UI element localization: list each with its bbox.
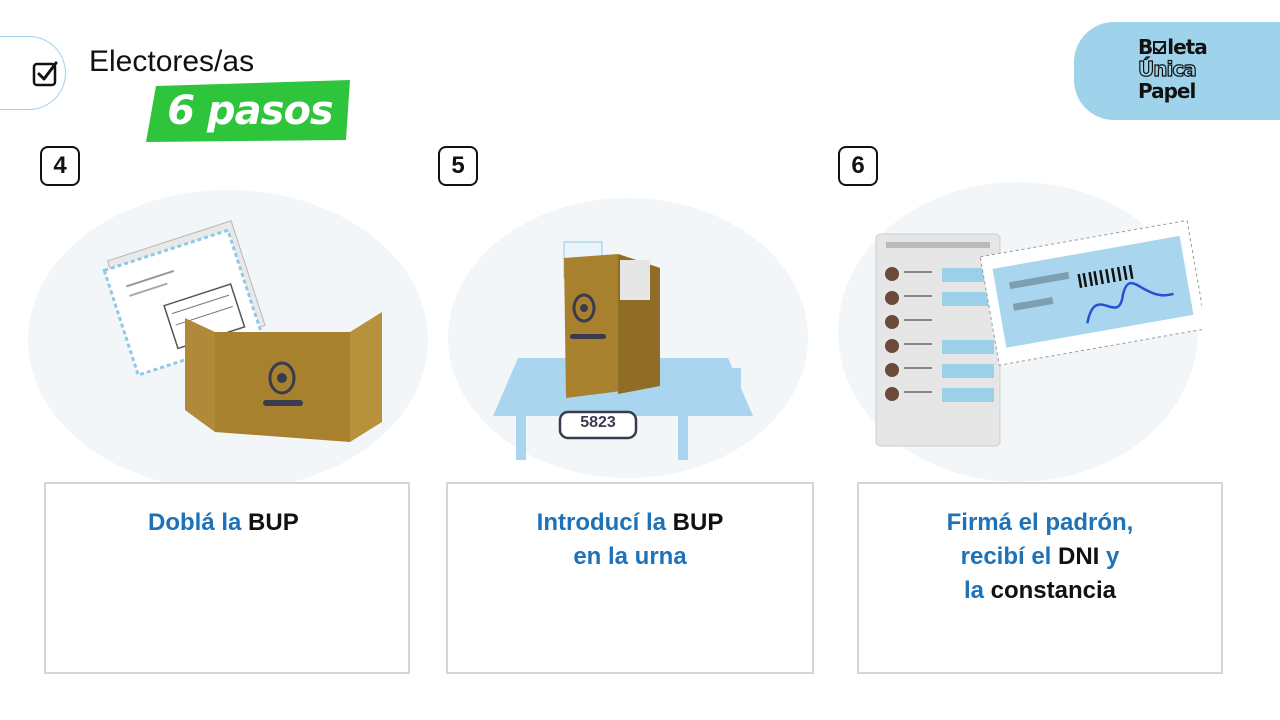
- step-4-line-1: Doblá la BUP: [148, 509, 299, 536]
- step-6-card: Firmá el padrón, recibí el DNI y la cons…: [857, 482, 1223, 674]
- step-5-line-2: en la urna: [573, 543, 687, 570]
- boleta-unica-papel-logo: [1074, 22, 1280, 120]
- steps-badge-label: 6 pasos: [167, 88, 333, 134]
- step-number-5: 5: [438, 146, 478, 186]
- step-6-line-3: la constancia: [963, 577, 1117, 604]
- ballot-box-number: 5823: [580, 414, 616, 431]
- step-4-card: Doblá la BUP: [44, 482, 410, 674]
- page-title: Electores/as: [89, 45, 255, 78]
- step-number-6: 6: [838, 146, 878, 186]
- steps-badge: [146, 80, 350, 142]
- ballot-box-illustration: [493, 241, 753, 460]
- voter-roll-illustration: [875, 219, 1202, 447]
- logo-check-icon: [1153, 41, 1167, 54]
- fold-ballot-illustration: [102, 220, 382, 442]
- step-6-line-2: recibí el DNI y: [960, 543, 1120, 570]
- step-5-card: Introducí la BUP en la urna: [446, 482, 814, 674]
- step-6-line-1: Firmá el padrón,: [946, 509, 1134, 536]
- step-5-line-1: Introducí la BUP: [536, 509, 724, 536]
- checkbox-icon: [32, 61, 58, 87]
- step-number-4: 4: [40, 146, 80, 186]
